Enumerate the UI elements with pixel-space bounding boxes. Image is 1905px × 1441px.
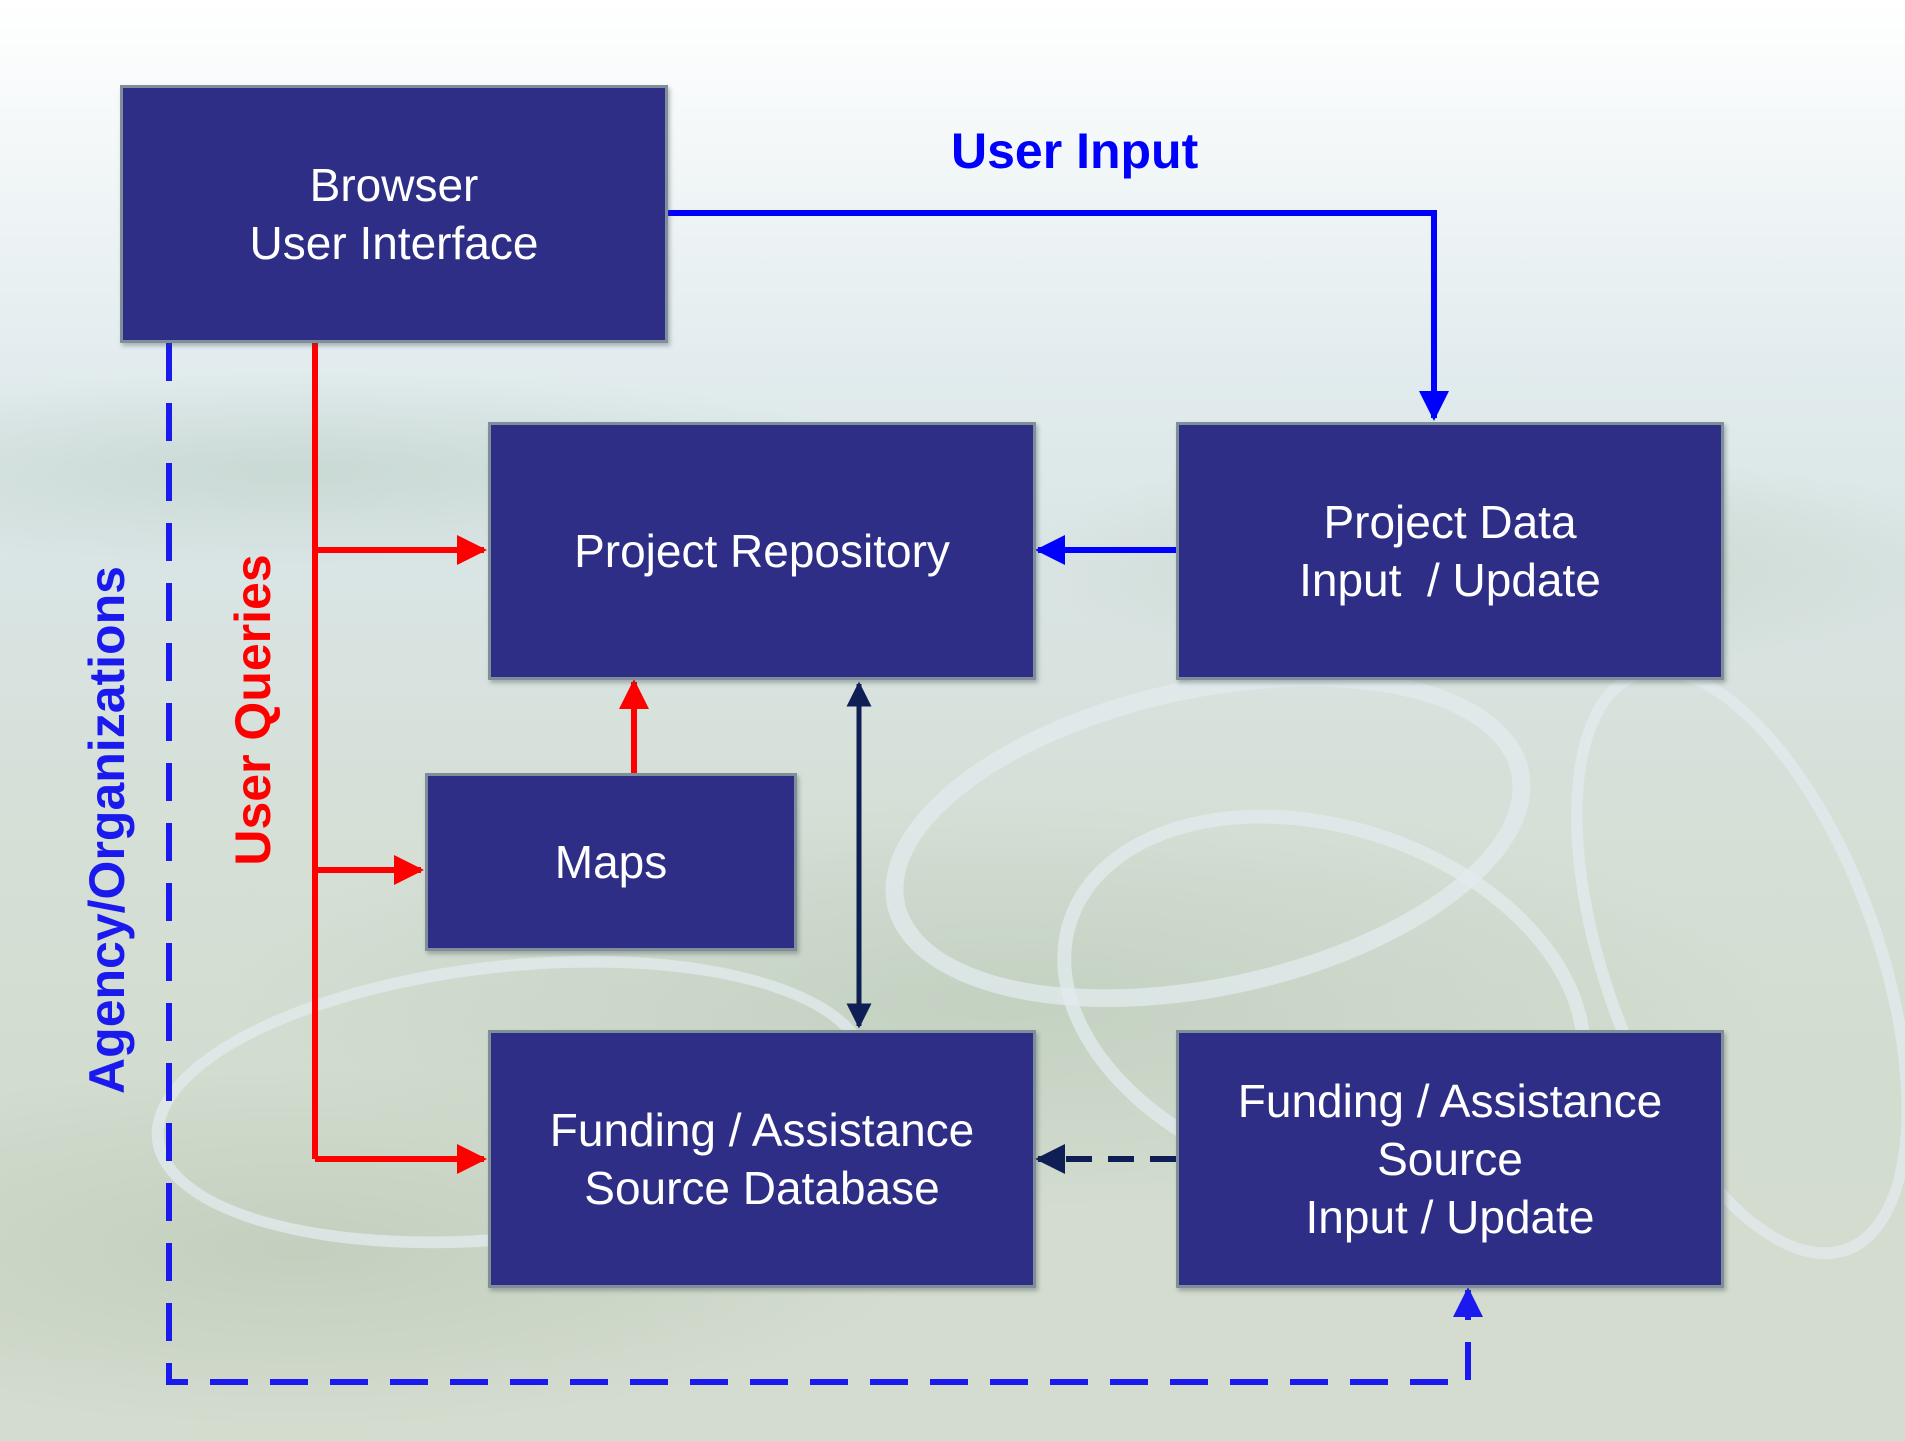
user-input-connector	[668, 210, 1449, 421]
funding-input-line2: Source	[1377, 1133, 1523, 1185]
browser-line2: User Interface	[249, 217, 539, 269]
project-data-input-box: Project Data Input / Update	[1176, 422, 1724, 680]
funding-db-line2: Source Database	[584, 1162, 940, 1214]
browser-user-interface-box: Browser User Interface	[120, 85, 668, 343]
user-queries-label: User Queries	[225, 554, 281, 866]
maps-box: Maps	[425, 773, 797, 951]
project-data-line1: Project Data	[1323, 496, 1577, 548]
user-input-label: User Input	[951, 123, 1199, 179]
repository-label: Project Repository	[574, 525, 950, 577]
agency-connector	[166, 343, 1483, 1385]
funding-input-line3: Input / Update	[1305, 1191, 1595, 1243]
funding-source-input-box: Funding / Assistance Source Input / Upda…	[1176, 1030, 1724, 1288]
maps-label: Maps	[554, 836, 668, 888]
funding-db-line1: Funding / Assistance	[549, 1104, 975, 1156]
agency-organizations-label: Agency/Organizations	[79, 566, 135, 1094]
project-data-line2: Input / Update	[1299, 554, 1601, 606]
funding-source-database-box: Funding / Assistance Source Database	[488, 1030, 1036, 1288]
funding-input-line1: Funding / Assistance	[1237, 1075, 1663, 1127]
browser-line1: Browser	[309, 159, 479, 211]
project-repository-box: Project Repository	[488, 422, 1036, 680]
